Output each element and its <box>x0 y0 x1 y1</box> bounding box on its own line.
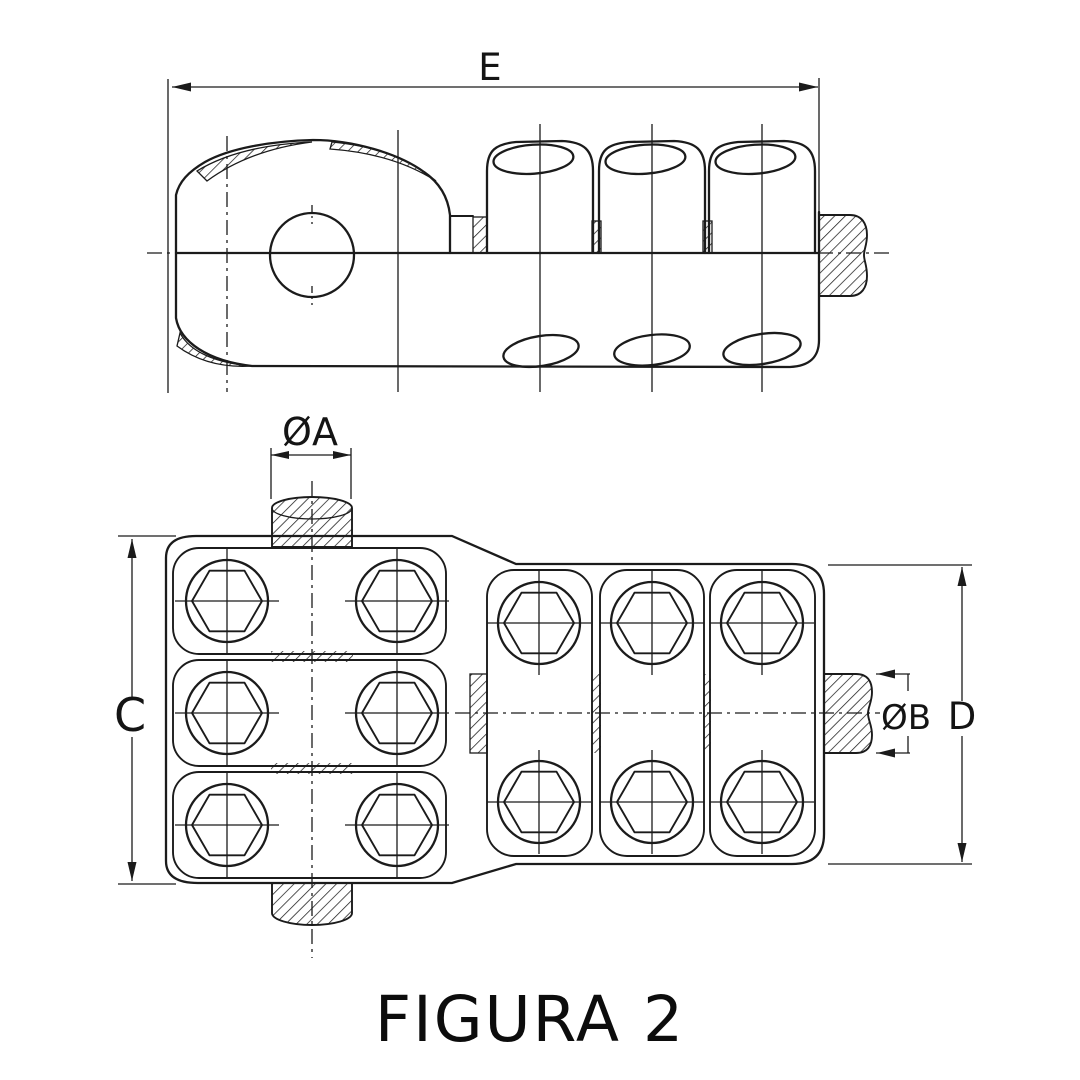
dimension-oa-label: ØA <box>282 410 338 454</box>
dimension-c-label: C <box>114 688 146 742</box>
conductor-b-between-caps-3 <box>704 674 711 753</box>
bolt-bosses <box>472 139 817 255</box>
dimension-d-label: D <box>948 695 977 738</box>
top-side-view: E <box>147 46 894 393</box>
dimension-e: E <box>167 46 820 393</box>
dimension-oa: ØA <box>270 410 352 499</box>
chamfer-hatch-left <box>195 141 313 182</box>
chamfer-hatch-right <box>329 141 437 182</box>
clamp-body-plan-outline <box>164 534 826 885</box>
conductor-b-between-caps-2 <box>592 674 601 753</box>
dimension-e-label: E <box>478 46 501 89</box>
bottom-recesses <box>502 331 802 369</box>
dimension-c: C <box>114 535 176 885</box>
dimension-d: D <box>828 564 977 865</box>
conductor-a-cross-section <box>268 205 356 305</box>
right-clamp-caps <box>469 569 816 857</box>
boss-gap-hatch-3 <box>702 220 713 254</box>
dimension-ob: ØB <box>876 669 931 758</box>
figure-title: FIGURA 2 <box>375 983 685 1056</box>
conductor-b-between-caps-1 <box>469 673 488 754</box>
boss-gap-hatch-2 <box>591 220 602 254</box>
chamfer-hatch-bottom-left <box>176 331 253 367</box>
boss-gap-hatch-1 <box>472 216 488 254</box>
bolt-centerlines <box>226 124 763 392</box>
clamp-body-profile <box>174 138 821 369</box>
conductor-b-stub-plan <box>823 673 873 754</box>
bottom-plan-view: ØA <box>114 410 976 958</box>
dimension-ob-label: ØB <box>881 698 931 738</box>
conductor-a-between-caps-2 <box>271 763 353 774</box>
conductor-b-stub-side <box>818 214 868 297</box>
conductor-a-between-caps-1 <box>271 651 353 662</box>
